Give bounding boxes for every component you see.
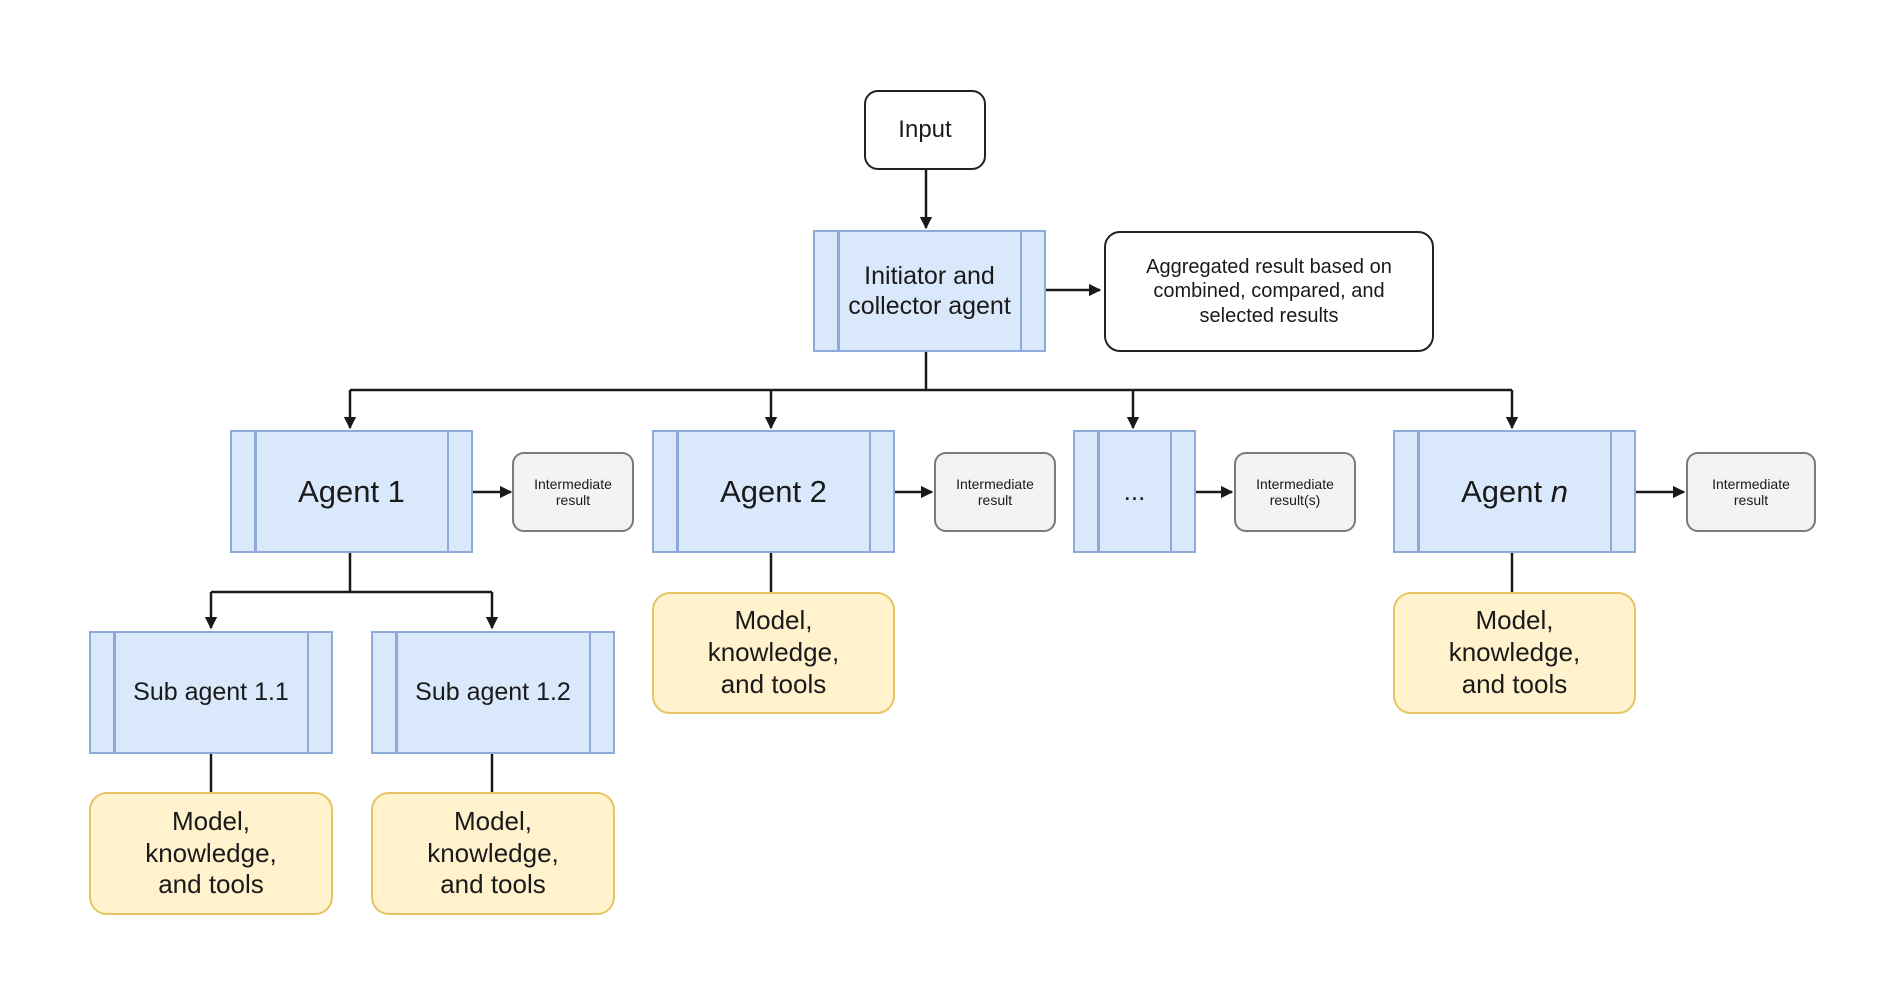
agent-2-label: Agent 2	[720, 473, 827, 509]
sub-agent-1-1-resources-line-3: and tools	[158, 869, 264, 900]
sub-agent-1-1-resources-node: Model, knowledge, and tools	[89, 792, 333, 915]
sub-agent-1-2-resources-line-2: knowledge,	[427, 837, 559, 868]
sub-agent-1-2-resources-line-3: and tools	[440, 869, 546, 900]
initiator-label-line-2: collector agent	[848, 292, 1011, 320]
agent-1-node: Agent 1	[230, 430, 473, 553]
agent-n-result-line-1: Intermediate	[1712, 475, 1790, 492]
agent-n-resources-node: Model, knowledge, and tools	[1393, 592, 1636, 714]
agent-2-intermediate-result-node: Intermediate result	[934, 452, 1056, 532]
sub-agent-1-2-resources-node: Model, knowledge, and tools	[371, 792, 615, 915]
aggregated-label-line-1: Aggregated result based on	[1146, 255, 1392, 278]
sub-agent-1-1-node: Sub agent 1.1	[89, 631, 333, 754]
agent-1-result-line-1: Intermediate	[534, 475, 612, 492]
input-node: Input	[864, 90, 986, 170]
agent-1-intermediate-result-node: Intermediate result	[512, 452, 634, 532]
agent-n-resources-line-2: knowledge,	[1448, 637, 1581, 668]
aggregated-label-line-2: combined, compared, and	[1153, 280, 1385, 303]
agent-ellipsis-node: ...	[1073, 430, 1196, 553]
agent-2-resources-line-2: knowledge,	[707, 637, 840, 668]
agent-n-label: Agent n	[1461, 473, 1568, 511]
initiator-collector-agent-node: Initiator and collector agent	[813, 230, 1046, 352]
sub-agent-1-2-node: Sub agent 1.2	[371, 631, 615, 754]
agent-1-result-line-2: result	[555, 492, 591, 508]
aggregated-label-line-3: selected results	[1199, 304, 1339, 327]
agent-2-node: Agent 2	[652, 430, 895, 553]
agent-2-resources-node: Model, knowledge, and tools	[652, 592, 895, 714]
input-label: Input	[898, 116, 952, 144]
agent-2-resources-line-3: and tools	[720, 668, 827, 699]
sub-agent-1-1-resources-line-2: knowledge,	[145, 837, 277, 868]
agent-ellipsis-result-line-2: result(s)	[1269, 492, 1321, 508]
sub-agent-1-2-label: Sub agent 1.2	[415, 678, 571, 707]
agent-ellipsis-intermediate-result-node: Intermediate result(s)	[1234, 452, 1356, 532]
agent-n-resources-line-3: and tools	[1461, 668, 1568, 699]
agent-n-resources-line-1: Model,	[1475, 605, 1554, 636]
agent-2-resources-line-1: Model,	[734, 605, 813, 636]
aggregated-result-node: Aggregated result based on combined, com…	[1104, 231, 1434, 352]
agent-n-intermediate-result-node: Intermediate result	[1686, 452, 1816, 532]
sub-agent-1-1-resources-line-1: Model,	[171, 805, 251, 836]
agent-1-label: Agent 1	[298, 473, 405, 509]
agent-2-result-line-1: Intermediate	[956, 475, 1034, 492]
agent-n-result-line-2: result	[1733, 492, 1769, 508]
agent-n-label-prefix: Agent	[1461, 473, 1551, 509]
agent-2-result-line-2: result	[977, 492, 1013, 508]
sub-agent-1-2-resources-line-1: Model,	[453, 805, 533, 836]
initiator-label-line-1: Initiator and	[864, 261, 995, 290]
agent-ellipsis-result-line-1: Intermediate	[1256, 475, 1334, 492]
sub-agent-1-1-label: Sub agent 1.1	[133, 678, 289, 707]
agent-n-label-italic: n	[1550, 473, 1568, 509]
agent-ellipsis-label: ...	[1123, 475, 1146, 506]
agent-n-node: Agent n	[1393, 430, 1636, 553]
